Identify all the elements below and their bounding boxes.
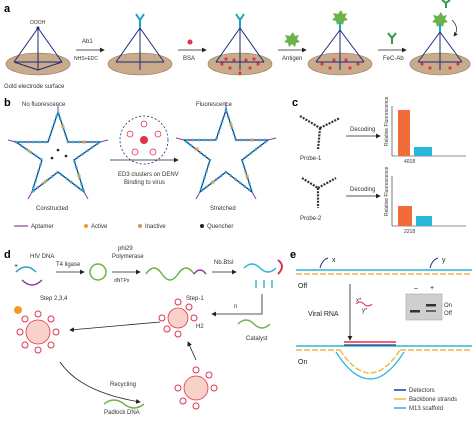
x-label: x [332, 257, 336, 264]
step-ab1: Ab1 [82, 39, 93, 45]
panel-e-legend: Detectors Backbone strands M13 scaffold [394, 388, 457, 412]
legend-backbone: Backbone strands [409, 397, 457, 403]
step-bsa: BSA [183, 56, 195, 62]
off-state-label: Off [298, 283, 307, 290]
constructed-star: Constructed [7, 104, 109, 212]
electrode-stage-4 [307, 10, 373, 76]
legend-active: Active [91, 224, 108, 230]
y-label: y [442, 257, 446, 264]
fec-antibody-icon [387, 32, 397, 44]
on-state-label: On [298, 359, 307, 366]
carboxyl-label: OOOH [30, 20, 46, 26]
legend-scaffold: M13 scaffold [409, 406, 443, 412]
ed3-cluster-virus: ED3 clusters on DENV Binding to virus [118, 115, 179, 186]
gel-image: – + On Off [405, 285, 452, 321]
svg-text:+: + [14, 263, 18, 270]
antibody-icon [135, 13, 145, 28]
constructed-caption: Constructed [36, 206, 68, 212]
ystar-label: y* [362, 308, 368, 314]
electrode-stage-2 [107, 13, 173, 76]
h2-label: H2 [196, 324, 204, 330]
probe-1-arrow-label: Decoding [350, 127, 375, 133]
legend-quencher: Quencher [207, 224, 233, 230]
gel-minus: – [414, 285, 418, 292]
fluorescence-title: Fluorescence [196, 102, 233, 108]
stretched-caption: Stretched [210, 206, 236, 212]
electrode-stage-3 [207, 13, 273, 76]
probe-1-label: Probe-1 [300, 156, 322, 162]
step-fec-ab: FeC-Ab [383, 56, 404, 62]
step-nhs-edc: NHS+EDC [74, 56, 98, 62]
probe-1-yaxis: Relative Fluorescence [384, 96, 390, 146]
step234-hairpin: Step 2,3,4 [14, 296, 68, 354]
gel-on-label: On [444, 303, 452, 309]
legend-inactive: Inactive [145, 224, 166, 230]
probe-1-bar-1 [398, 110, 410, 156]
probe-2-arrow-label: Decoding [350, 187, 375, 193]
panel-a: a OOOH Gold electrode surface Ab1 NHS+ED… [4, 0, 471, 90]
panel-c-label: c [292, 97, 298, 109]
viral-rna-label: Viral RNA [308, 311, 339, 318]
electrode-stage-1: OOOH Gold electrode surface [4, 20, 71, 90]
gel-off-label: Off [444, 311, 452, 317]
hiv-dna-label: HIV DNA [30, 254, 54, 260]
panel-e: e x y Off Viral RNA x* y* – + On Off [290, 249, 472, 412]
stretched-star: Stretched [175, 102, 277, 212]
recycling-label: Recycling [110, 382, 136, 388]
ed3-caption: ED3 clusters on DENV [118, 172, 179, 178]
step1-hairpin: Step-1 H2 [158, 296, 204, 338]
padlock-circle-icon [89, 263, 107, 281]
panel-d: d HIV DNA + T4 ligase phi29 Polymerase d… [4, 246, 283, 416]
panel-c: c Probe-1 Decoding Relative Fluorescence… [292, 96, 466, 235]
no-fluorescence-title: No fluorescence [22, 102, 66, 108]
antigen-icon [284, 32, 300, 47]
dntps-label: dNTPs [114, 278, 130, 284]
t4-ligase-label: T4 ligase [56, 262, 81, 268]
panel-b-legend: Aptamer Active Inactive Quencher [14, 224, 233, 230]
probe-2-bar-2 [416, 216, 432, 226]
xstar-label: x* [356, 298, 362, 304]
catalyst-label: Catalyst [246, 336, 268, 342]
phi29-label: phi29 [118, 246, 133, 252]
legend-detectors: Detectors [409, 388, 435, 394]
probe-2: Probe-2 Decoding Relative Fluorescence 2… [300, 166, 466, 235]
panel-b: b No fluorescence Fluorescence Construct… [4, 97, 277, 230]
polymerase-label: Polymerase [112, 254, 144, 260]
probe-1: Probe-1 Decoding Relative Fluorescence 4… [299, 96, 466, 165]
probe-2-bar-1 [398, 206, 412, 226]
probe-1-bar-2 [414, 147, 432, 156]
nbbtsi-label: Nb.BtsI [214, 260, 234, 266]
bottom-hairpin [174, 366, 218, 410]
binding-caption: Binding to virus [124, 180, 165, 186]
bsa-icon [187, 39, 193, 45]
gel-plus: + [430, 285, 434, 292]
probe-2-label: Probe-2 [300, 216, 322, 222]
probe-2-code: 2218 [404, 229, 415, 235]
step-antigen: Antigen [282, 56, 302, 62]
panel-d-label: d [4, 249, 11, 261]
electrode-stage-5 [409, 0, 471, 76]
panel-b-label: b [4, 97, 11, 109]
probe-2-yaxis: Relative Fluorescence [384, 166, 390, 216]
legend-aptamer: Aptamer [31, 224, 54, 230]
step234-label: Step 2,3,4 [40, 296, 68, 302]
padlock-dna-label: Padlock DNA [104, 410, 140, 416]
panel-e-label: e [290, 249, 296, 261]
step1-label: Step-1 [186, 296, 204, 302]
electrode-label: Gold electrode surface [4, 84, 65, 90]
probe-1-code: 4018 [404, 159, 415, 165]
n-label: n [234, 304, 237, 310]
panel-a-label: a [4, 3, 11, 15]
